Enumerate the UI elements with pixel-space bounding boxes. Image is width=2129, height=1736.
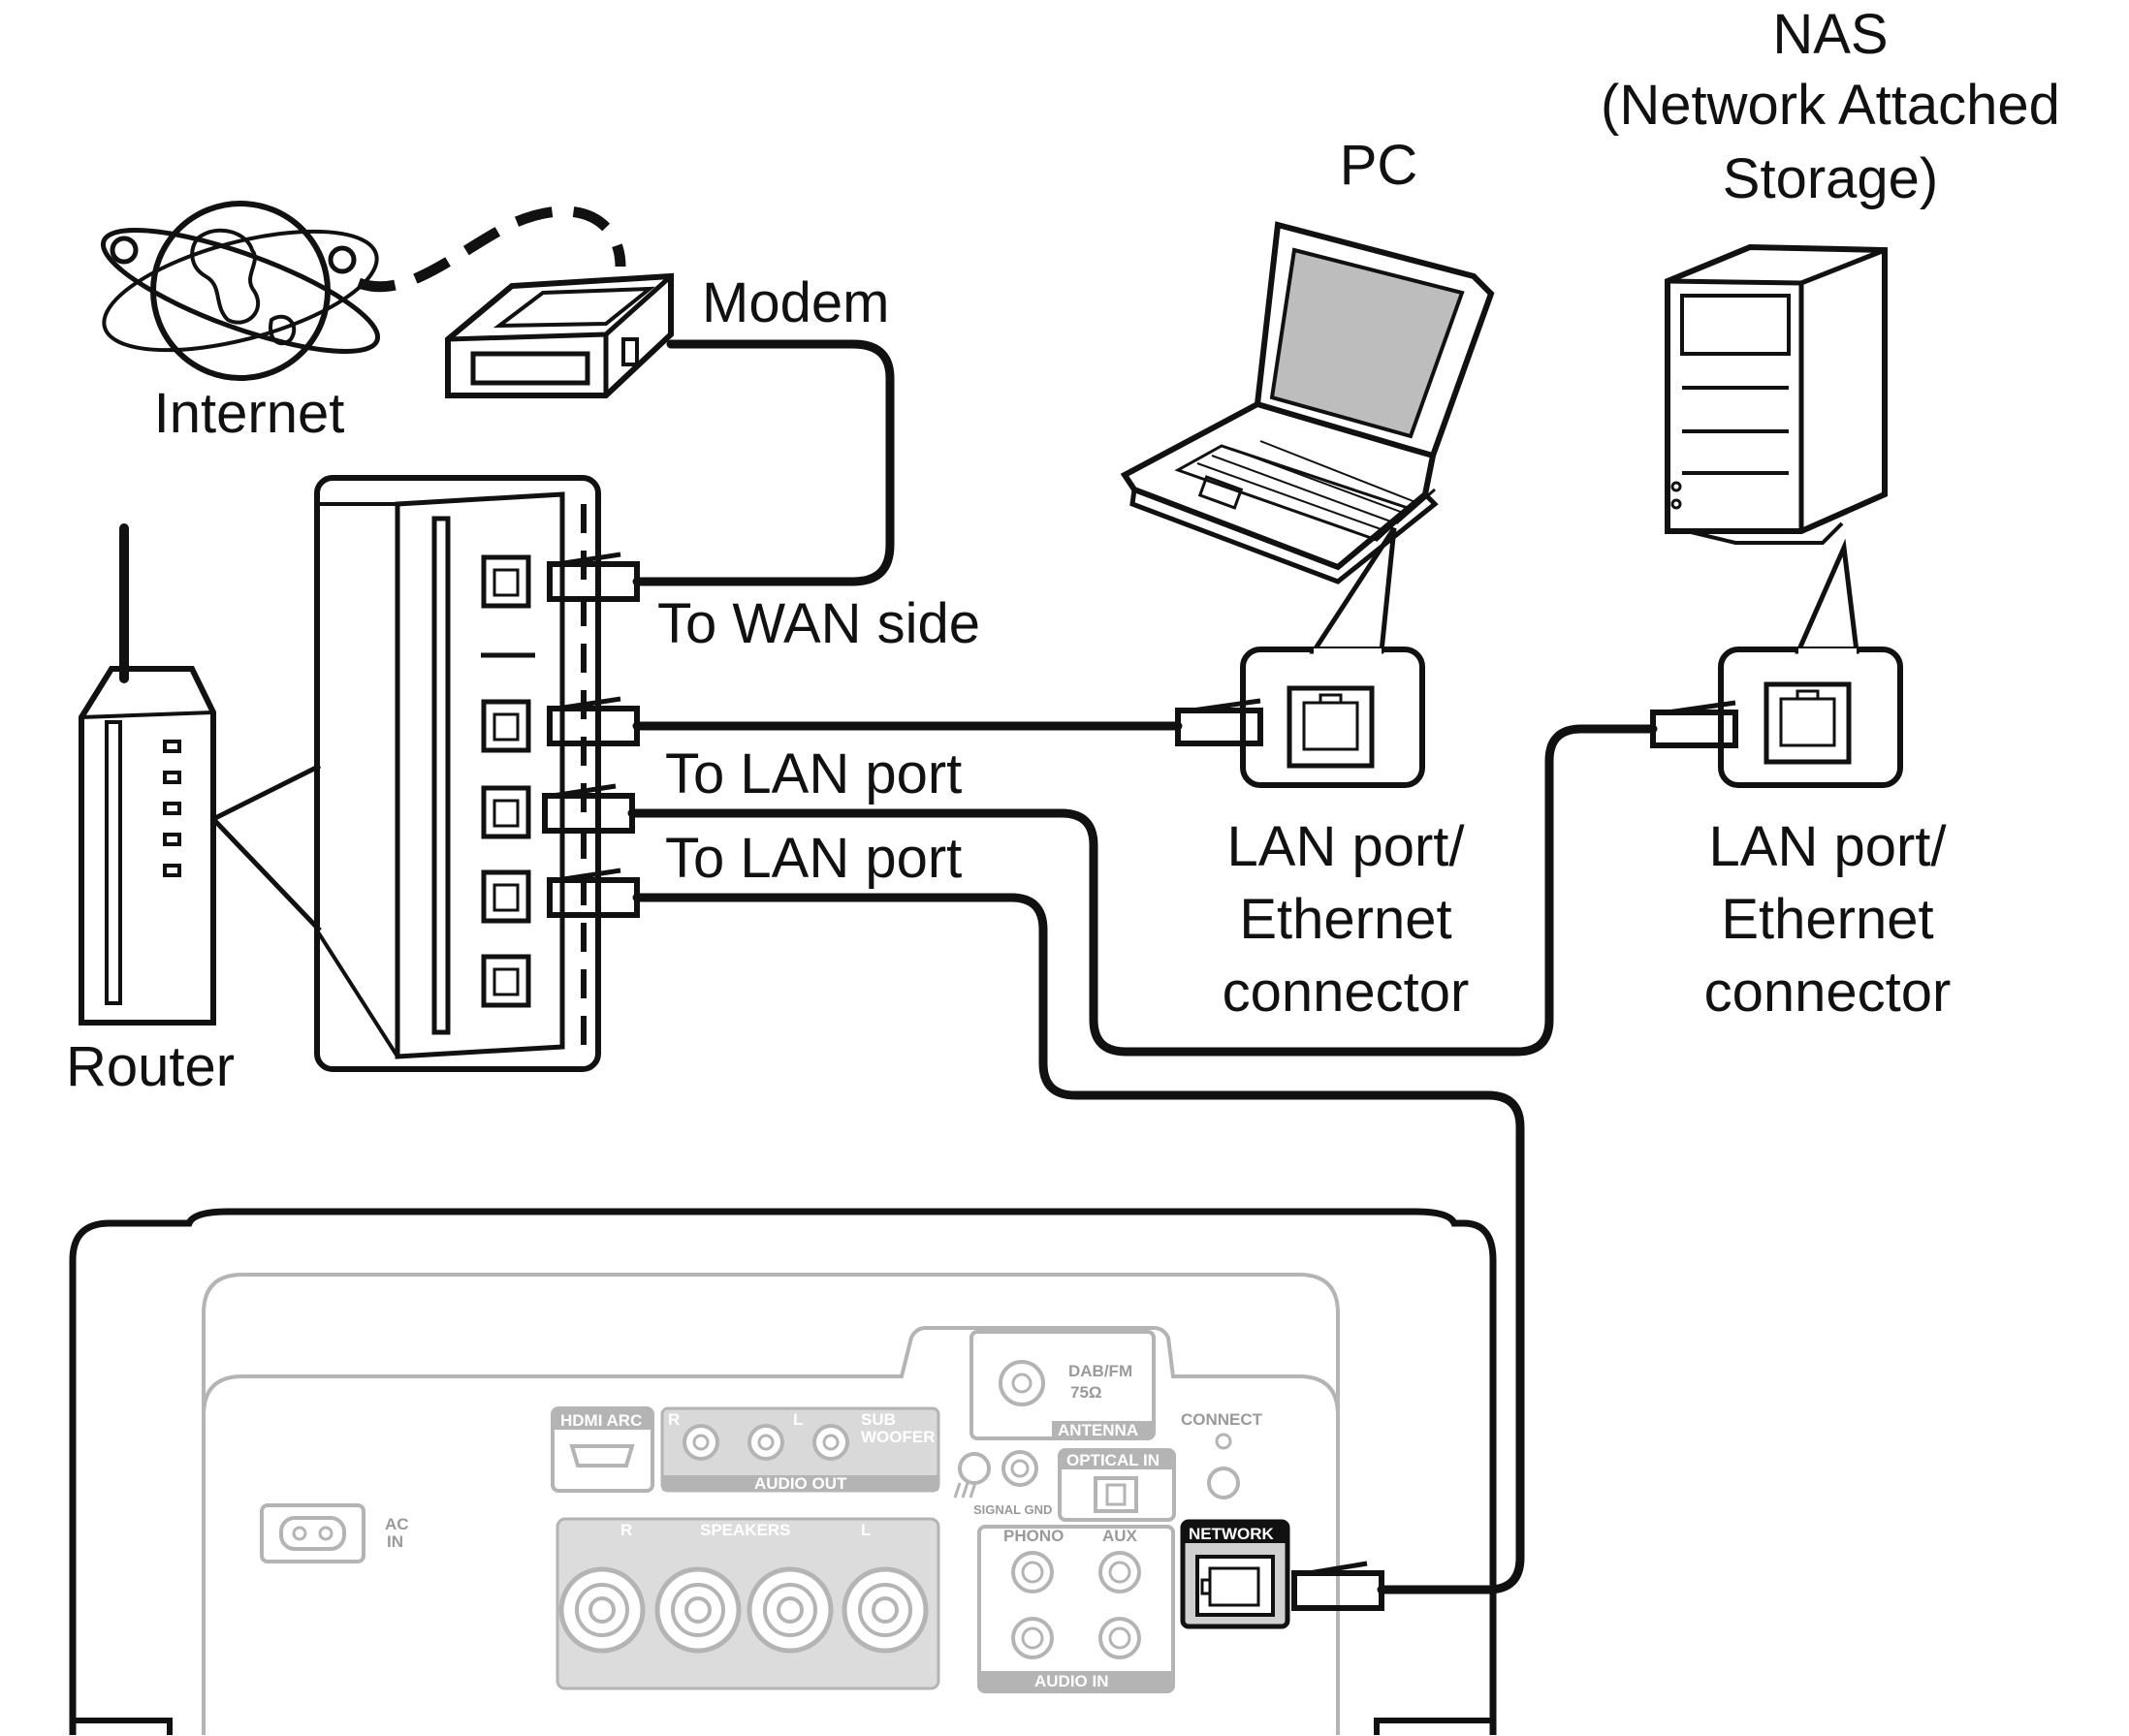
- cable-modem-wan: [632, 339, 895, 586]
- audio-out-label: AUDIO OUT: [754, 1474, 847, 1493]
- internet-modem-dashed-link: [357, 205, 626, 293]
- speakers-label: SPEAKERS: [700, 1521, 791, 1539]
- audio-in-label: AUDIO IN: [1034, 1672, 1109, 1690]
- antenna-label: ANTENNA: [1058, 1421, 1138, 1439]
- audio-in-block: AUDIO IN PHONO AUX: [977, 1525, 1175, 1693]
- router-port-wan: [481, 554, 531, 609]
- modem-icon: [445, 272, 674, 398]
- nas-title-line1: NAS: [1772, 3, 1888, 66]
- router-icon: [79, 523, 322, 1026]
- router-port-lan-1: [481, 699, 531, 753]
- speaker-terminal: [747, 1566, 834, 1654]
- pc-title: PC: [1340, 134, 1418, 197]
- pc-lan-label-line3: connector: [1223, 961, 1470, 1024]
- nas-title-line2: (Network Attached: [1601, 74, 2060, 137]
- plug-nas-end: [1650, 700, 1738, 748]
- plug-network-end: [1291, 1561, 1384, 1611]
- speaker-terminal: [842, 1566, 929, 1654]
- router-port-lan-3: [481, 869, 531, 924]
- optical-in-port: OPTICAL IN: [1058, 1448, 1176, 1522]
- audio-out-l-label: L: [793, 1410, 803, 1429]
- speaker-terminal: [654, 1566, 742, 1654]
- pc-lan-port-callout: [1175, 647, 1425, 788]
- ac-in-label-2: IN: [387, 1532, 403, 1551]
- receiver-rear-panel: AC IN HDMI ARC AUDIO OUT R L SUB WOOFER …: [69, 1208, 1497, 1735]
- sub-woofer-label-2: WOOFER: [861, 1428, 936, 1446]
- ac-in-socket: AC IN: [260, 1503, 409, 1563]
- to-wan-side-label: To WAN side: [657, 592, 980, 655]
- speakers-r-label: R: [620, 1521, 632, 1539]
- rca-jack: [1098, 1551, 1141, 1594]
- rca-jack: [747, 1424, 784, 1461]
- nas-server-icon: [1665, 243, 1888, 654]
- hdmi-arc-port: HDMI ARC: [551, 1406, 654, 1493]
- internet-globe-icon: [100, 201, 381, 381]
- rca-jack: [1011, 1551, 1054, 1594]
- nas-lan-label-line3: connector: [1704, 961, 1952, 1024]
- pc-lan-label-line1: LAN port/: [1227, 815, 1466, 878]
- router-port-lan-2: [481, 785, 531, 839]
- plug-pc-end: [1175, 698, 1263, 746]
- cable-lan-nas: [627, 724, 1658, 1057]
- router-port-lan-4: [481, 954, 531, 1008]
- connect-button: CONNECT: [1181, 1410, 1263, 1499]
- plug-lan-nas: [542, 783, 635, 834]
- nas-lan-label-line2: Ethernet: [1721, 888, 1933, 951]
- dab-fm-label: DAB/FM: [1068, 1362, 1132, 1380]
- signal-gnd-terminal: SIGNAL GND: [953, 1450, 1052, 1517]
- audio-out-r-label: R: [668, 1410, 680, 1429]
- nas-lan-port-callout: [1650, 647, 1903, 788]
- antenna-dab-fm-jack: ANTENNA DAB/FM 75Ω: [969, 1330, 1156, 1440]
- signal-gnd-label: SIGNAL GND: [973, 1502, 1052, 1517]
- internet-label: Internet: [154, 382, 345, 445]
- speaker-terminal: [558, 1566, 646, 1654]
- sub-woofer-label-1: SUB: [861, 1410, 896, 1429]
- rca-jack: [812, 1424, 849, 1461]
- nas-lan-label-line1: LAN port/: [1709, 815, 1948, 878]
- speakers-l-label: L: [861, 1521, 871, 1539]
- to-lan-port-label-1: To LAN port: [665, 742, 962, 805]
- connect-label: CONNECT: [1181, 1410, 1263, 1429]
- ohm-label: 75Ω: [1070, 1383, 1102, 1402]
- audio-out-block: AUDIO OUT R L SUB WOOFER: [660, 1406, 940, 1493]
- cable-lan-device: [632, 893, 1525, 1594]
- aux-label: AUX: [1102, 1527, 1138, 1545]
- network-label: NETWORK: [1189, 1525, 1275, 1543]
- pc-lan-label-line2: Ethernet: [1239, 888, 1451, 951]
- nas-title-line3: Storage): [1723, 147, 1938, 210]
- router-label: Router: [66, 1035, 235, 1098]
- speakers-terminal-block: SPEAKERS R L: [556, 1517, 940, 1690]
- phono-label: PHONO: [1003, 1527, 1064, 1545]
- modem-label: Modem: [702, 271, 889, 334]
- laptop-pc-icon: [1120, 221, 1495, 654]
- rca-jack: [1098, 1617, 1141, 1659]
- rca-jack: [1011, 1617, 1054, 1659]
- router-rear-ports-callout: [314, 475, 640, 1072]
- ac-in-label-1: AC: [385, 1515, 409, 1533]
- hdmi-arc-label: HDMI ARC: [560, 1411, 642, 1430]
- optical-in-label: OPTICAL IN: [1066, 1451, 1160, 1469]
- rca-jack: [683, 1424, 719, 1461]
- to-lan-port-label-2: To LAN port: [665, 827, 962, 890]
- network-lan-port: NETWORK: [1180, 1519, 1290, 1629]
